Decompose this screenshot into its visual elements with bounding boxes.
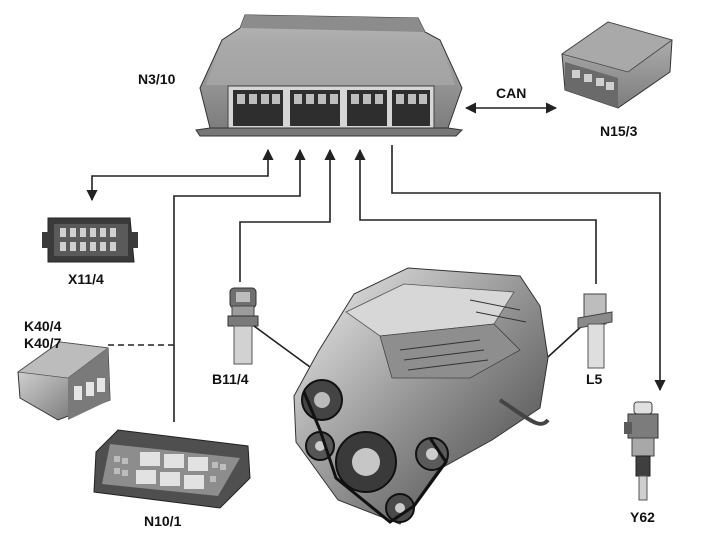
crankshaft-sensor [577, 293, 613, 369]
engine [293, 267, 550, 525]
label-can-bus: CAN [496, 85, 526, 101]
wire-diag-connector [86, 148, 274, 202]
label-injector: Y62 [630, 509, 655, 525]
fuel-injector [624, 401, 659, 501]
wire-fuse-box [173, 148, 306, 422]
ecu-module [195, 14, 464, 137]
fuse-box [93, 429, 251, 509]
can-module [561, 21, 673, 109]
wiring-lines [86, 102, 666, 422]
label-relay-2: K40/7 [24, 335, 62, 351]
label-sensor-right: L5 [586, 371, 603, 387]
relay-module [16, 341, 111, 421]
wire-sensor-right [354, 148, 597, 284]
label-diag-connector: X11/4 [68, 271, 104, 287]
label-fuse-box: N10/1 [144, 513, 182, 529]
diag-connector [42, 217, 138, 263]
wire-injector [391, 145, 666, 392]
label-sensor-left: B11/4 [212, 371, 249, 387]
label-ecu: N3/10 [138, 71, 176, 87]
wire-sensor-left [239, 148, 336, 282]
label-relay-1: K40/4 [24, 318, 62, 334]
label-can-module: N15/3 [600, 123, 638, 139]
coolant-temp-sensor [227, 287, 259, 365]
labels: N3/10 N15/3 CAN X11/4 K40/4 K40/7 N10/1 … [24, 71, 655, 529]
